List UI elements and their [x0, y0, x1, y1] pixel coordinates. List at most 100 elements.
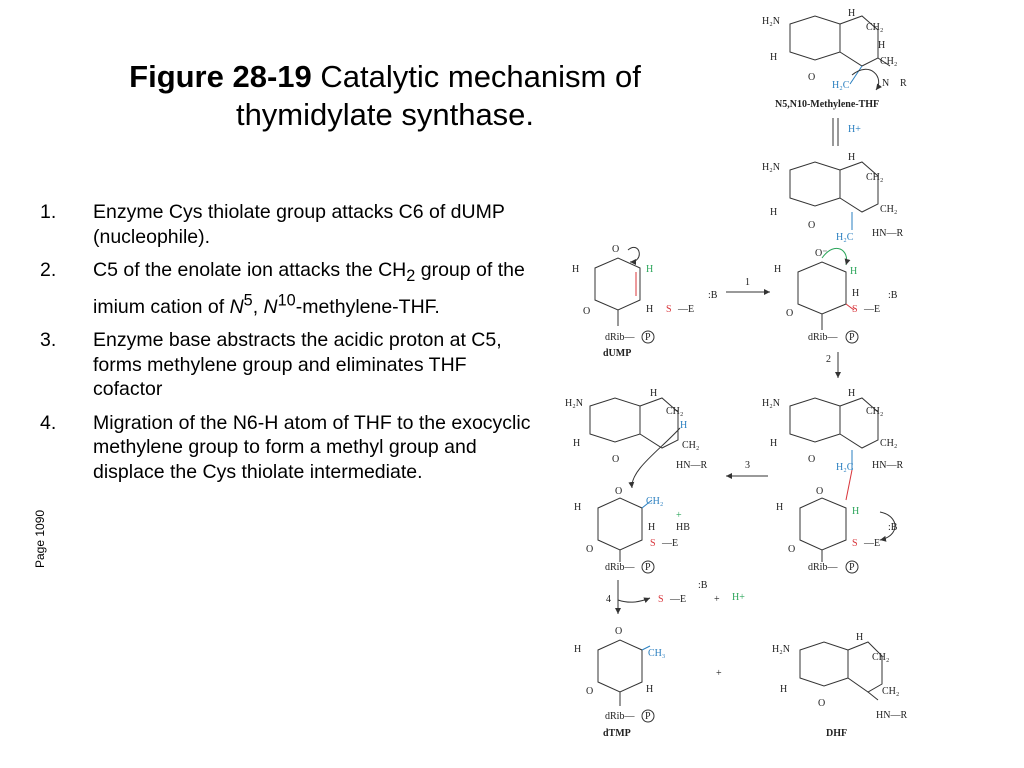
svg-text:CH₂: CH₂ — [880, 438, 897, 449]
svg-text:+: + — [676, 510, 682, 521]
svg-text:H₂N: H₂N — [772, 644, 790, 655]
svg-text:H: H — [848, 8, 855, 19]
svg-text:H: H — [648, 522, 655, 533]
svg-text:H: H — [646, 684, 653, 695]
svg-text:O: O — [808, 454, 815, 465]
svg-text:CH₂: CH₂ — [646, 496, 663, 507]
svg-text:S: S — [658, 594, 664, 605]
svg-text:—E: —E — [661, 538, 678, 549]
svg-text:H: H — [774, 264, 781, 275]
figure-caption-line2: thymidylate synthase. — [235, 97, 535, 132]
dtmp-label: dTMP — [603, 728, 631, 739]
step-number: 2. — [40, 259, 57, 281]
svg-text:H: H — [852, 288, 859, 299]
svg-text:CH₂: CH₂ — [880, 56, 897, 67]
svg-text:dRib—: dRib— — [808, 562, 838, 573]
plus-sign-top: + — [714, 594, 720, 605]
step2-label: 2 — [826, 354, 831, 365]
plus-sign-bottom: + — [716, 668, 722, 679]
svg-text:H: H — [780, 684, 787, 695]
figure-number: Figure 28-19 — [129, 59, 312, 94]
figure-title: Figure 28-19 Catalytic mechanism of thym… — [60, 58, 710, 134]
svg-text:dRib—: dRib— — [605, 562, 635, 573]
svg-text:CH₂: CH₂ — [682, 440, 699, 451]
svg-text::B: :B — [708, 290, 718, 301]
svg-text:N: N — [882, 78, 889, 89]
step3-label: 3 — [745, 460, 750, 471]
svg-text:O: O — [615, 626, 622, 637]
svg-text:H: H — [680, 420, 687, 431]
step-text: Enzyme base abstracts the acidic proton … — [93, 329, 502, 401]
svg-text:H: H — [770, 438, 777, 449]
svg-text:H: H — [848, 388, 855, 399]
methylene-thf-structure — [789, 15, 891, 91]
methylene-thf-label: N5,N10-Methylene-THF — [775, 99, 879, 110]
svg-text:CH₂: CH₂ — [866, 406, 883, 417]
svg-text:O: O — [788, 544, 795, 555]
svg-text:HN—R: HN—R — [676, 460, 707, 471]
dtmp-structure — [597, 639, 655, 723]
step4-label: 4 — [606, 594, 611, 605]
svg-text:H: H — [646, 304, 653, 315]
figure-caption-line1: Catalytic mechanism of — [320, 59, 641, 94]
svg-text:S: S — [666, 304, 672, 315]
svg-text:CH₃: CH₃ — [648, 648, 665, 659]
svg-text:H₂N: H₂N — [762, 162, 780, 173]
svg-text:O: O — [583, 306, 590, 317]
proton-label-top: H+ — [848, 124, 861, 135]
svg-text:—E: —E — [863, 538, 880, 549]
exocyclic-methylene-intermediate — [589, 397, 681, 574]
svg-text:S: S — [852, 304, 858, 315]
svg-text:dRib—: dRib— — [605, 711, 635, 722]
svg-text:P: P — [645, 711, 651, 722]
svg-text:H: H — [856, 632, 863, 643]
svg-text:H: H — [770, 207, 777, 218]
step-number: 4. — [40, 411, 57, 434]
svg-text:S: S — [650, 538, 656, 549]
svg-text:P: P — [645, 332, 651, 343]
svg-text:O: O — [615, 486, 622, 497]
svg-text:S: S — [852, 538, 858, 549]
svg-text:H: H — [650, 388, 657, 399]
svg-text:dRib—: dRib— — [605, 332, 635, 343]
svg-text:CH₂: CH₂ — [866, 22, 883, 33]
step-text: C5 of the enolate ion attacks the CH2 gr… — [93, 259, 525, 318]
svg-text:H: H — [850, 266, 857, 277]
svg-text:—E: —E — [669, 594, 686, 605]
svg-text:R: R — [900, 78, 907, 89]
step-item: 4. Migration of the N6-H atom of THF to … — [40, 411, 540, 485]
svg-text:O: O — [586, 686, 593, 697]
step-item: 1. Enzyme Cys thiolate group attacks C6 … — [40, 200, 540, 249]
svg-text::B: :B — [888, 522, 898, 533]
svg-text:H₂C: H₂C — [832, 80, 850, 91]
svg-text:H: H — [573, 438, 580, 449]
svg-text:dRib—: dRib— — [808, 332, 838, 343]
svg-text:H: H — [646, 264, 653, 275]
step1-label: 1 — [745, 277, 750, 288]
svg-text:H: H — [770, 52, 777, 63]
svg-text:O⁻: O⁻ — [815, 248, 828, 259]
svg-text:O: O — [786, 308, 793, 319]
svg-text:CH₂: CH₂ — [866, 172, 883, 183]
covalent-ternary-complex-right — [789, 397, 896, 574]
svg-text:O: O — [586, 544, 593, 555]
svg-text:O: O — [818, 698, 825, 709]
svg-text:CH₂: CH₂ — [880, 204, 897, 215]
svg-text:—E: —E — [677, 304, 694, 315]
svg-text:HN—R: HN—R — [876, 710, 907, 721]
svg-text:O: O — [612, 244, 619, 255]
svg-text:P: P — [849, 562, 855, 573]
svg-text:H: H — [574, 644, 581, 655]
svg-text:H: H — [852, 506, 859, 517]
svg-text:CH₂: CH₂ — [872, 652, 889, 663]
svg-text:H₂N: H₂N — [762, 16, 780, 27]
iminium-thf-structure — [789, 161, 879, 230]
svg-text:H₂C: H₂C — [836, 232, 854, 243]
proton-label-bottom: H+ — [732, 592, 745, 603]
svg-text:O: O — [612, 454, 619, 465]
svg-text:O: O — [808, 220, 815, 231]
svg-text:H₂C: H₂C — [836, 462, 854, 473]
svg-text:H: H — [572, 264, 579, 275]
svg-text:HB: HB — [676, 522, 690, 533]
step-text: Migration of the N6-H atom of THF to the… — [93, 411, 531, 483]
